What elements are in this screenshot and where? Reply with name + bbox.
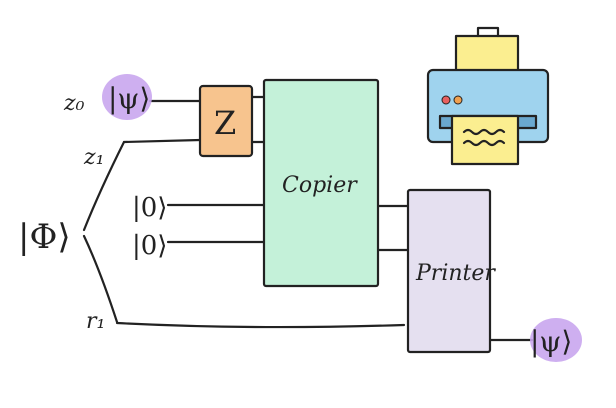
psi-output-ket: |ψ⟩ — [530, 325, 572, 358]
printer-label: Printer — [415, 261, 496, 286]
ket0-top: |0⟩ — [132, 193, 167, 223]
printer-box — [406, 188, 492, 354]
printer-icon-paper-scribble-1 — [462, 128, 506, 136]
printer-icon-paper-scribble-2 — [462, 139, 506, 147]
label-r1: r₁ — [86, 309, 105, 334]
psi-input-blob — [102, 74, 152, 120]
wire-phi-lower-branch — [82, 234, 119, 324]
wire-r1 — [115, 321, 406, 329]
printer-icon-paper-out — [450, 114, 520, 166]
printer-icon-light-orange — [453, 95, 463, 105]
wire-phi-upper-branch — [82, 140, 126, 232]
phi-ket: |Φ⟩ — [18, 217, 71, 257]
z-gate-label: Z — [214, 104, 236, 142]
copier-box — [262, 78, 380, 288]
printer-icon-light-red — [441, 95, 451, 105]
z-gate-box — [198, 84, 254, 158]
printer-icon — [426, 26, 550, 166]
printer-icon-paper-tab — [476, 26, 500, 38]
label-z1: z₁ — [83, 145, 104, 170]
psi-input-ket: |ψ⟩ — [108, 82, 150, 115]
label-z0: z₀ — [63, 91, 85, 116]
copier-label: Copier — [282, 173, 358, 198]
wire-z1 — [122, 138, 202, 144]
ket0-bottom: |0⟩ — [132, 231, 167, 261]
psi-output-blob — [530, 318, 582, 362]
